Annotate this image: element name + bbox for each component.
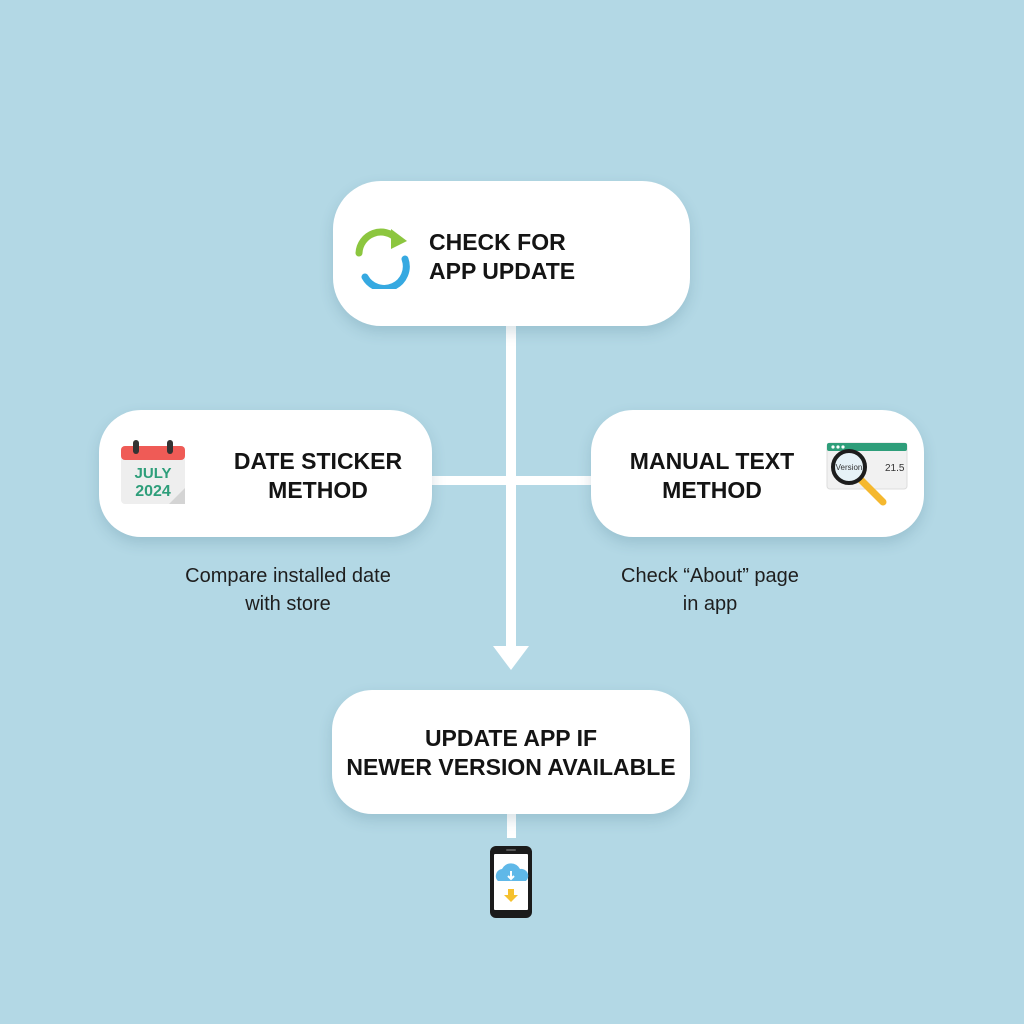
calendar-icon: JULY 2024 [121,440,185,504]
arrow-head-down [493,646,529,670]
calendar-year: 2024 [135,483,171,500]
connector-vertical-main [506,322,516,652]
connector-to-phone [507,812,516,838]
caption-manual-text: Check “About” page in app [621,565,799,615]
magnifier-window-icon: 21.5 Version [826,442,908,506]
connector-horizontal [428,476,596,485]
phone-download-icon [490,846,532,918]
calendar-month: JULY [135,465,172,482]
window-version-label: Version [836,463,863,472]
node-check-title: CHECK FOR APP UPDATE [429,229,576,284]
window-version-number: 21.5 [885,463,905,474]
caption-date-sticker: Compare installed date with store [185,565,391,615]
node-date-sticker-title: DATE STICKER METHOD [233,448,403,503]
node-check-for-update: CHECK FOR APP UPDATE [333,181,690,326]
node-manual-text-method: MANUAL TEXT METHOD 21.5 Version [591,410,924,537]
node-manual-text-title: MANUAL TEXT METHOD [629,448,795,503]
node-date-sticker-method: JULY 2024 DATE STICKER METHOD [99,410,432,537]
refresh-icon [355,228,410,289]
node-update-app: UPDATE APP IF NEWER VERSION AVAILABLE [332,690,690,814]
node-update-title: UPDATE APP IF NEWER VERSION AVAILABLE [346,725,676,780]
